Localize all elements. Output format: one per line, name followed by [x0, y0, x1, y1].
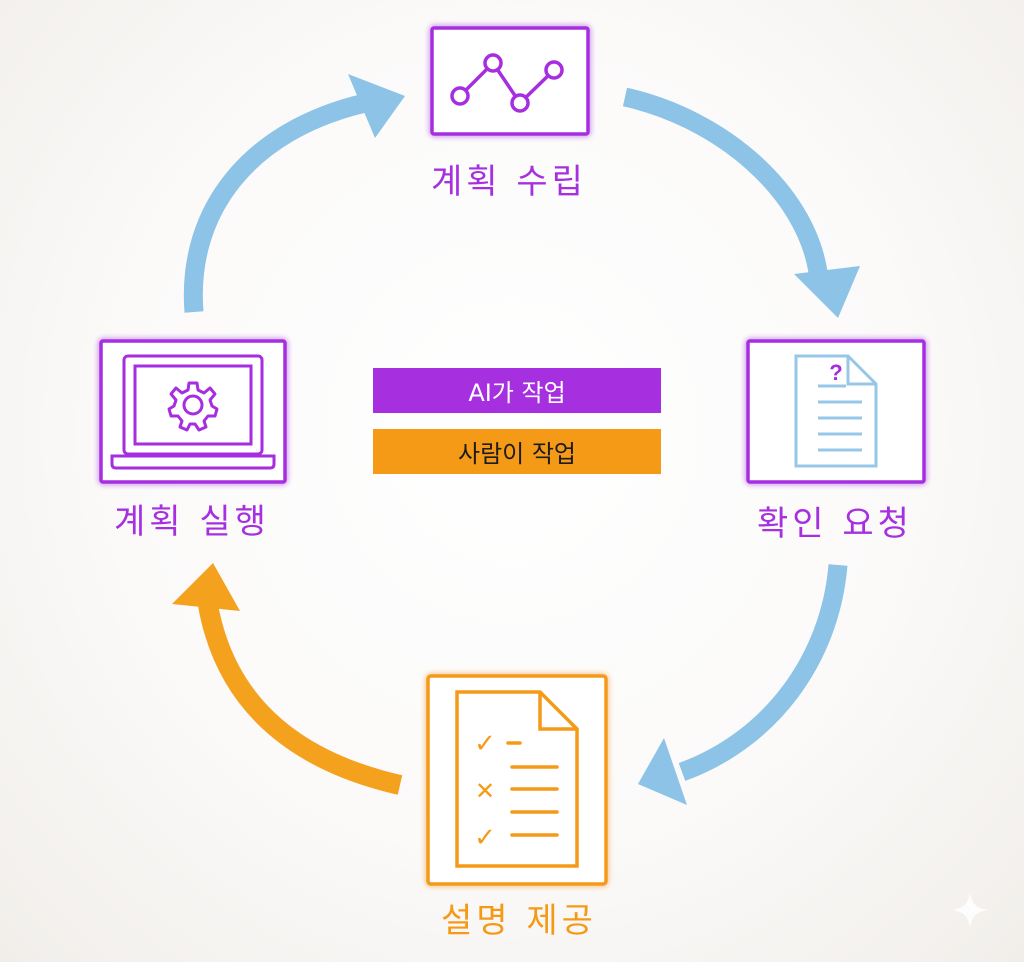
gear-icon: [167, 381, 219, 432]
node-plan: [430, 26, 590, 136]
legend-human: 사람이 작업: [373, 429, 661, 474]
arrow-confirm-to-explain: [638, 564, 848, 805]
arrow-execute-to-plan: [183, 74, 405, 313]
confirm-label: 확인 요청: [757, 504, 913, 544]
explain-label: 설명 제공: [441, 901, 597, 941]
question-document-icon: ?: [794, 354, 878, 468]
checklist-document-icon: ✓ ✕ ✓: [455, 690, 579, 868]
arrow-explain-to-execute: [172, 563, 403, 795]
execute-box: [99, 339, 287, 484]
node-confirm: ?: [746, 339, 926, 484]
legend-ai-label: AI가 작업: [468, 379, 566, 407]
check-mark-2: ✓: [474, 823, 496, 853]
laptop-gear-icon: [110, 354, 276, 470]
node-execute: [99, 339, 287, 484]
arrow-plan-to-confirm: [622, 87, 860, 318]
line-graph-icon: [450, 53, 564, 113]
node-explain: ✓ ✕ ✓: [426, 674, 608, 886]
question-mark: ?: [829, 360, 842, 385]
plan-label: 계획 수립: [431, 162, 587, 202]
check-mark-1: ✓: [474, 729, 496, 759]
execute-label: 계획 실행: [114, 502, 270, 542]
legend-ai: AI가 작업: [373, 368, 661, 413]
cross-mark: ✕: [475, 777, 495, 805]
legend-human-label: 사람이 작업: [457, 440, 577, 468]
plan-box: [430, 26, 590, 136]
sparkle-icon: [952, 892, 988, 928]
